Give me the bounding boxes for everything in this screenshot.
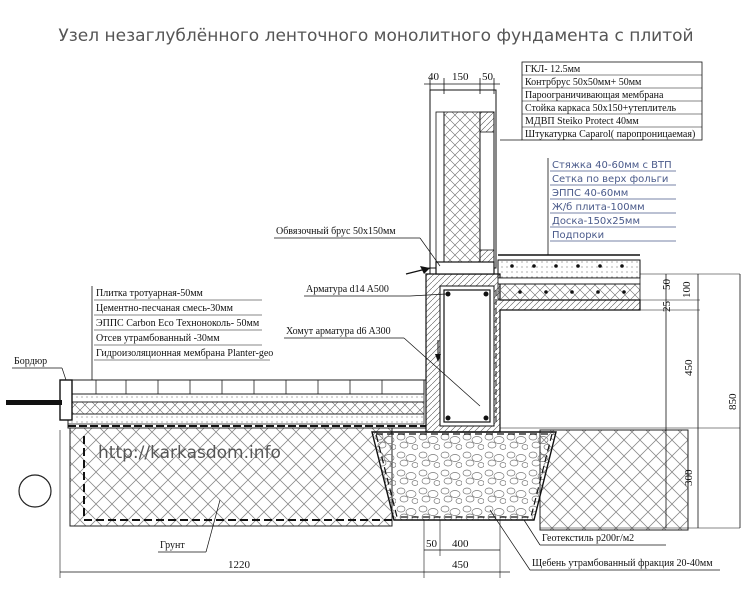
- floor-layer-6: Подпорки: [552, 230, 604, 241]
- wall-layer-1: ГКЛ- 12.5мм: [525, 64, 581, 75]
- wall-layer-6: Штукатурка Caparol( паропроницаемая): [525, 129, 695, 140]
- wall-dim-40: 40: [428, 71, 440, 83]
- dim-bottom-50: 50: [426, 538, 438, 550]
- dim-850: 850: [727, 393, 739, 410]
- wall-layer-table: ГКЛ- 12.5мм Контрбрус 50х50мм+ 50мм Паро…: [500, 61, 703, 141]
- floor-layer-1: Стяжка 40-60мм с ВТП: [552, 160, 672, 171]
- wall-layer-4: Стойка каркаса 50х150+утеплитель: [525, 103, 677, 114]
- gravel-trench: [371, 431, 557, 521]
- wall-dim-50: 50: [482, 71, 494, 83]
- floor-layer-3: ЭППС 40-60мм: [552, 188, 628, 199]
- label-gravel: Щебень утрамбованный фракция 20-40мм: [532, 558, 713, 569]
- floor-layer-2: Сетка по верх фольги: [552, 174, 668, 185]
- wall-layer-2: Контрбрус 50х50мм+ 50мм: [525, 77, 642, 88]
- wall-dimensions: 40 150 50: [424, 71, 500, 94]
- floor-layer-list: Стяжка 40-60мм с ВТП Сетка по верх фольг…: [547, 158, 676, 255]
- pavement-layer-4: Отсев утрамбованный -30мм: [96, 333, 220, 344]
- floor-slab: [497, 254, 641, 301]
- right-dimensions: 50 100 25 450 850 300: [500, 273, 741, 529]
- pavement-layer-table: Плитка тротуарная-50мм Цементно-песчаная…: [91, 286, 273, 380]
- callouts: Обвязочный брус 50х150мм Арматура d14 A5…: [12, 226, 720, 571]
- bottom-dimensions: 50 400 1220 450: [59, 430, 510, 578]
- dim-450: 450: [683, 359, 695, 376]
- dim-bottom-450: 450: [452, 559, 469, 571]
- pavement-layer-2: Цементно-песчаная смесь-30мм: [96, 303, 234, 314]
- floor-layer-5: Доска-150х25мм: [552, 216, 640, 227]
- pavement-layer-3: ЭППС Carbon Eco Техноноколь- 50мм: [96, 318, 260, 329]
- label-strapping-beam: Обвязочный брус 50х150мм: [276, 226, 396, 237]
- label-soil: Грунт: [160, 540, 185, 551]
- pavement-layer-1: Плитка тротуарная-50мм: [96, 288, 204, 299]
- border-rod: [6, 400, 62, 405]
- dim-300: 300: [683, 469, 695, 486]
- soil-right: [539, 429, 689, 531]
- frame-wall: [429, 89, 497, 275]
- label-clamp: Хомут арматура d6 A300: [286, 326, 391, 337]
- dim-100: 100: [681, 281, 693, 298]
- watermark-text: http://karkasdom.info: [98, 443, 281, 463]
- floor-layer-4: Ж/б плита-100мм: [552, 202, 645, 213]
- wall-layer-3: Пароограничивающая мембрана: [525, 90, 664, 101]
- circle-icon: [18, 474, 52, 508]
- dim-bottom-400: 400: [452, 538, 469, 550]
- dim-50: 50: [661, 279, 673, 291]
- page-title: Узел незаглублённого ленточного монолитн…: [58, 26, 694, 46]
- label-border: Бордюр: [14, 356, 47, 367]
- pavement-layer-5: Гидроизоляционная мембрана Planter-geo: [96, 348, 273, 359]
- dim-25: 25: [661, 301, 673, 313]
- dim-bottom-1220: 1220: [228, 559, 251, 571]
- foundation-strip: [425, 273, 641, 433]
- wall-dim-150: 150: [452, 71, 469, 83]
- wall-layer-5: МДВП Steiko Protect 40мм: [525, 116, 639, 127]
- label-rebar: Арматура d14 A500: [306, 284, 389, 295]
- label-geotextile: Геотекстиль р200г/м2: [542, 533, 634, 544]
